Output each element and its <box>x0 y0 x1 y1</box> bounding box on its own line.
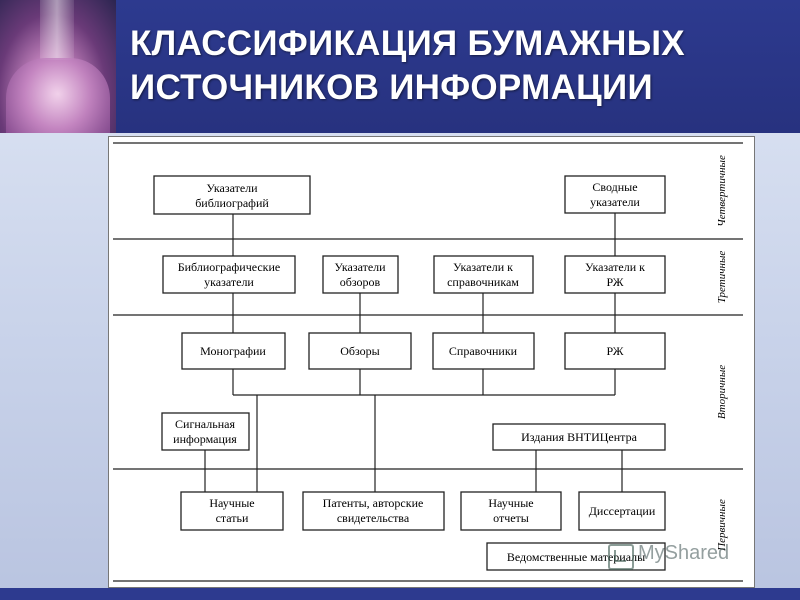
svg-text:Монографии: Монографии <box>200 344 266 358</box>
classification-diagram: Указатели библиографий Сводные указатели… <box>113 142 743 582</box>
page-title: КЛАССИФИКАЦИЯ БУМАЖНЫХ ИСТОЧНИКОВ ИНФОРМ… <box>130 22 790 110</box>
svg-text:Патенты, авторские: Патенты, авторские <box>323 496 424 510</box>
box-spravochniki: Справочники <box>432 332 535 370</box>
box-obzory: Обзоры <box>308 332 412 370</box>
box-ukazateli-obzorov: Указатели обзоров <box>322 255 399 294</box>
box-svodnye-ukazateli: Сводные указатели <box>564 175 666 214</box>
svg-text:РЖ: РЖ <box>606 275 623 289</box>
diagram-panel: Указатели библиографий Сводные указатели… <box>108 136 755 588</box>
svg-text:Издания ВНТИЦентра: Издания ВНТИЦентра <box>521 430 637 444</box>
box-signalnaya-informatsiya: Сигнальная информация <box>161 412 250 451</box>
svg-text:Указатели к: Указатели к <box>585 260 645 274</box>
svg-text:справочникам: справочникам <box>447 275 519 289</box>
level-labels: Четвертичные Третичные Вторичные Первичн… <box>716 155 728 552</box>
svg-text:Сигнальная: Сигнальная <box>175 417 235 431</box>
box-nauchnye-stati: Научные статьи <box>180 491 284 531</box>
box-monografii: Монографии <box>181 332 286 370</box>
box-ukazateli-k-rzh: Указатели к РЖ <box>564 255 666 294</box>
svg-text:Указатели к: Указатели к <box>453 260 513 274</box>
level-label-tretichnye: Третичные <box>716 251 728 304</box>
svg-text:Научные: Научные <box>209 496 254 510</box>
svg-text:РЖ: РЖ <box>606 344 623 358</box>
svg-text:свидетельства: свидетельства <box>337 511 410 525</box>
svg-text:статьи: статьи <box>216 511 249 525</box>
svg-text:Справочники: Справочники <box>449 344 518 358</box>
svg-text:Обзоры: Обзоры <box>340 344 380 358</box>
title-line-1: КЛАССИФИКАЦИЯ БУМАЖНЫХ <box>130 24 685 63</box>
box-dissertatsii: Диссертации <box>578 491 666 531</box>
svg-text:отчеты: отчеты <box>493 511 529 525</box>
svg-text:Указатели: Указатели <box>206 181 258 195</box>
bottom-bar <box>0 588 800 600</box>
svg-text:Ведомственные материалы: Ведомственные материалы <box>507 550 645 564</box>
svg-text:Библиографические: Библиографические <box>178 260 281 274</box>
watermark: MyShared <box>608 540 778 570</box>
svg-text:обзоров: обзоров <box>340 275 381 289</box>
svg-text:библиографий: библиографий <box>195 196 269 210</box>
header-banner: КЛАССИФИКАЦИЯ БУМАЖНЫХ ИСТОЧНИКОВ ИНФОРМ… <box>0 0 800 133</box>
box-nauchnye-otchety: Научные отчеты <box>460 491 562 531</box>
level-label-pervichnye: Первичные <box>716 499 728 552</box>
connectors <box>204 213 623 492</box>
level-label-vtorichnye: Вторичные <box>716 365 728 419</box>
svg-text:Указатели: Указатели <box>334 260 386 274</box>
svg-text:Сводные: Сводные <box>592 180 637 194</box>
box-ukazateli-k-spravochnikam: Указатели к справочникам <box>433 255 534 294</box>
svg-text:Научные: Научные <box>488 496 533 510</box>
svg-text:Диссертации: Диссертации <box>589 504 656 518</box>
level-label-chetvertichnye: Четвертичные <box>716 155 728 227</box>
box-ukazateli-bibliografiy: Указатели библиографий <box>153 175 311 215</box>
watermark-logo-icon <box>608 544 634 570</box>
box-rzh: РЖ <box>564 332 666 370</box>
title-line-2: ИСТОЧНИКОВ ИНФОРМАЦИИ <box>130 68 653 107</box>
flask-image <box>0 0 116 133</box>
box-patenty: Патенты, авторские свидетельства <box>302 491 445 531</box>
box-vedomstvennye-materialy: Ведомственные материалы <box>486 542 666 571</box>
svg-text:указатели: указатели <box>590 195 640 209</box>
watermark-text: MyShared <box>638 542 730 564</box>
svg-text:информация: информация <box>173 432 237 446</box>
flask-neck <box>40 0 74 60</box>
svg-text:указатели: указатели <box>204 275 254 289</box>
box-izdaniya-vntitsentra: Издания ВНТИЦентра <box>492 423 666 451</box>
flask-body <box>6 58 110 133</box>
box-bibliograficheskie-ukazateli: Библиографические указатели <box>162 255 296 294</box>
